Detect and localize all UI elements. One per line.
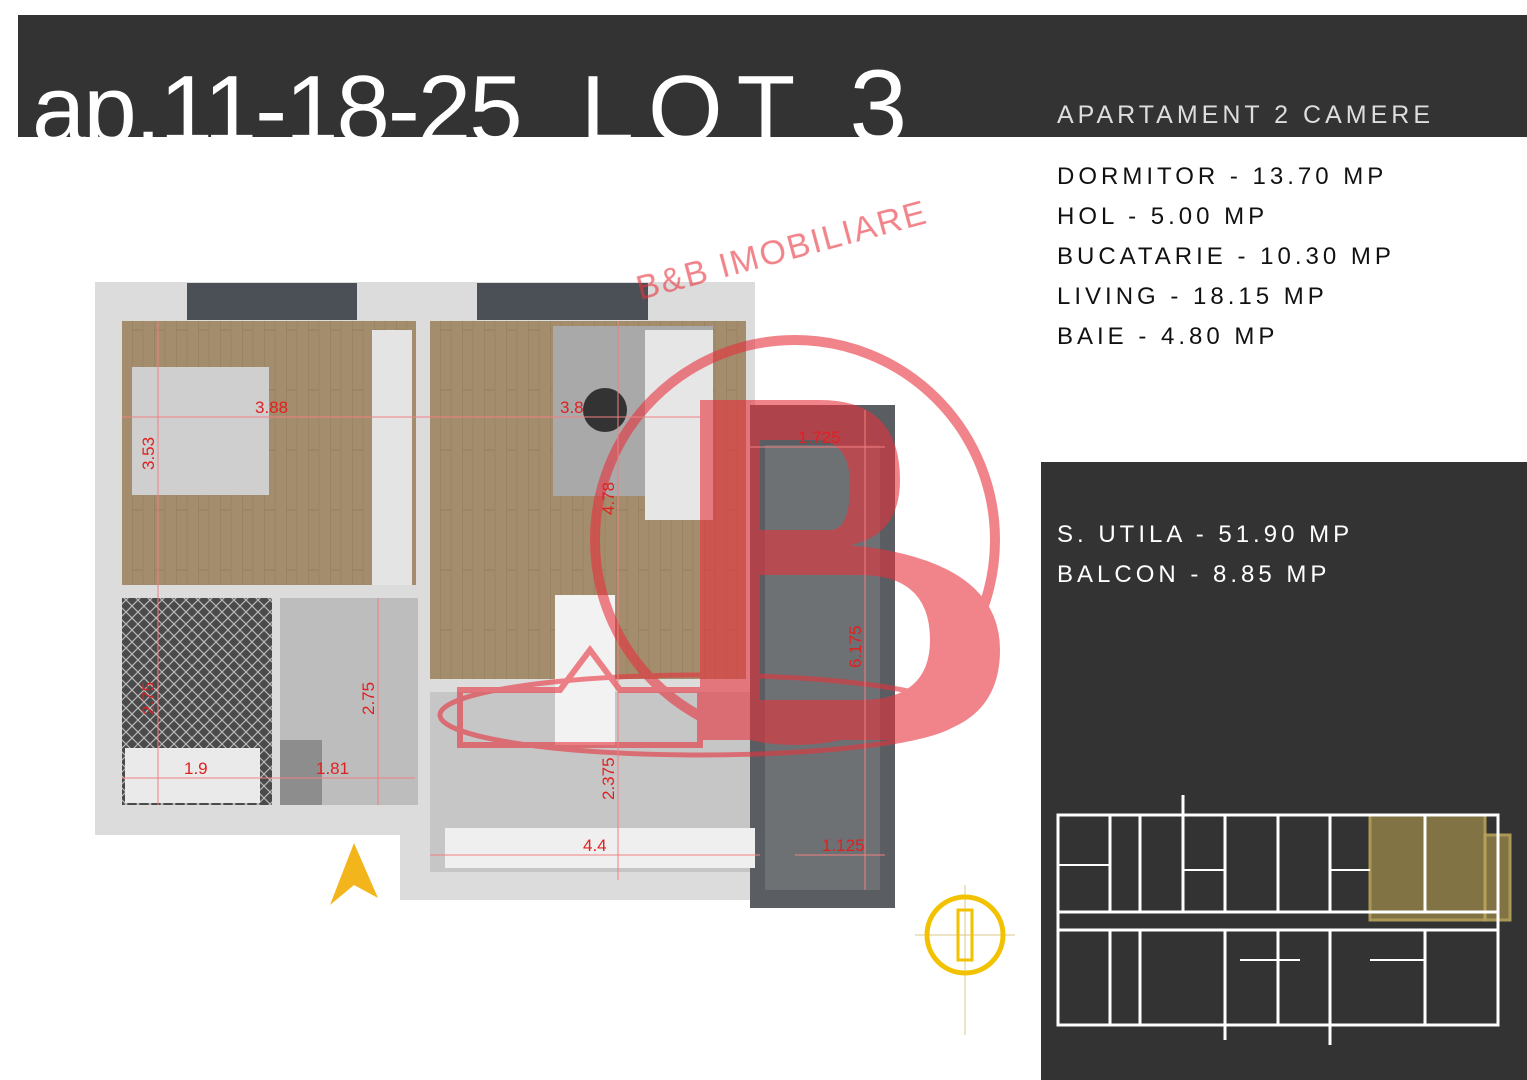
building-site-plan: [1056, 795, 1512, 1045]
dimension-label: 2.375: [599, 757, 618, 800]
dimension-label: 1.125: [822, 836, 865, 855]
dimension-label: 6.175: [846, 625, 865, 668]
summary-panel: S. UTILA - 51.90 MP BALCON - 8.85 MP: [1041, 462, 1527, 1080]
room-area: DORMITOR - 13.70 MP: [1057, 163, 1388, 190]
coffee-table: [583, 388, 627, 432]
dimension-label: 4.78: [599, 482, 618, 515]
room-area: LIVING - 18.15 MP: [1057, 283, 1328, 310]
title-apartments: ap.11-18-25: [32, 56, 523, 138]
room-area: HOL - 5.00 MP: [1057, 203, 1269, 230]
room-areas-list: DORMITOR - 13.70 MP HOL - 5.00 MP BUCATA…: [1057, 160, 1395, 360]
dimension-label: 1.725: [798, 428, 841, 447]
wardrobe: [372, 330, 412, 585]
total-area: S. UTILA - 51.90 MP: [1057, 521, 1354, 548]
dimension-label: 4.4: [583, 836, 607, 855]
title-lot: LOT: [580, 56, 810, 138]
north-arrow-icon: [330, 843, 378, 905]
dimension-label: 2.75: [139, 682, 158, 715]
dimension-label: 1.81: [316, 759, 349, 778]
dimension-label: 2.75: [359, 682, 378, 715]
subtitle: APARTAMENT 2 CAMERE: [1057, 101, 1434, 129]
bed: [132, 367, 269, 495]
kitchen-counter: [445, 828, 755, 868]
closet: [280, 740, 322, 805]
dimension-label: 3.88: [255, 398, 288, 417]
room-area: BUCATARIE - 10.30 MP: [1057, 243, 1395, 270]
header-banner: ap.11-18-25 LOT 3 APARTAMENT 2 CAMERE: [18, 15, 1527, 137]
bathtub: [125, 748, 260, 803]
dimension-label: 1.9: [184, 759, 208, 778]
room-area: BAIE - 4.80 MP: [1057, 323, 1279, 350]
title-lot-number: 3: [849, 49, 907, 137]
watermark-text: B&B IMOBILIARE: [632, 193, 932, 307]
window: [477, 283, 648, 320]
window: [187, 283, 357, 320]
balcony-area: BALCON - 8.85 MP: [1057, 561, 1331, 588]
dimension-label: 3.53: [139, 437, 158, 470]
dimension-lines: [122, 321, 885, 890]
compass-icon: [915, 885, 1015, 1035]
dimension-label: 3.8: [560, 398, 584, 417]
